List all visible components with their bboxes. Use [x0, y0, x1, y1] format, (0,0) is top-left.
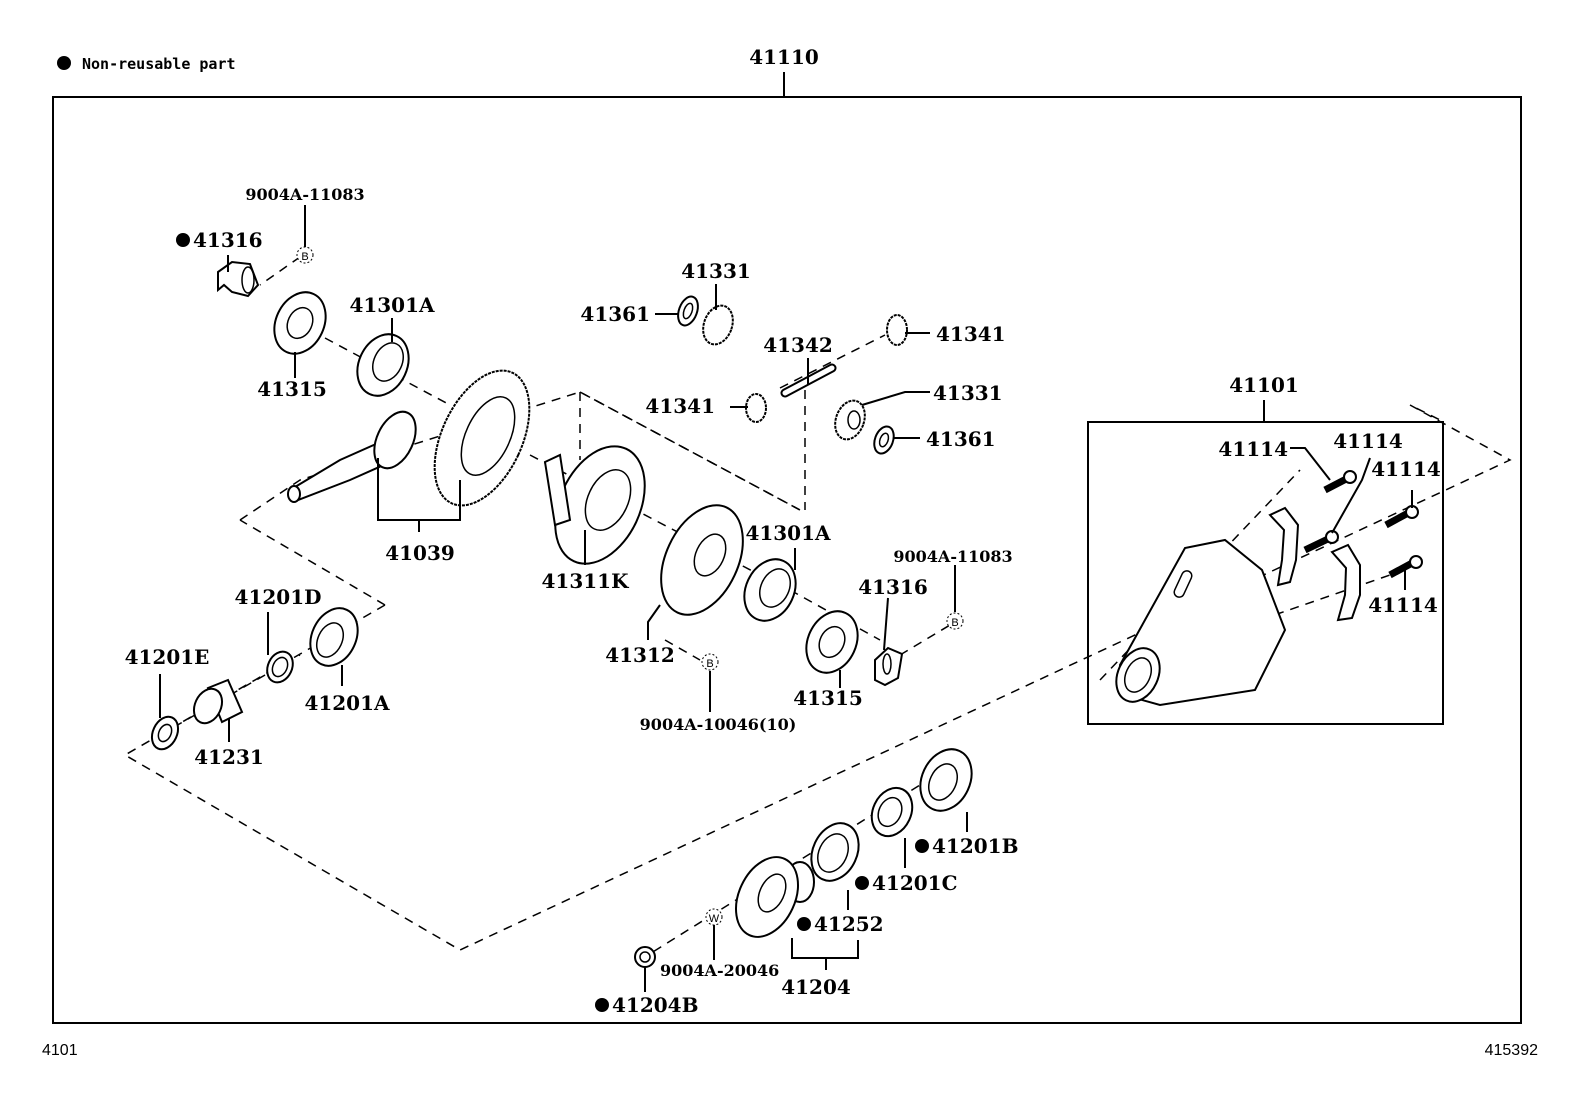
- part-41204B-nut[interactable]: [634, 946, 656, 968]
- non-reusable-dot-icon: [797, 917, 811, 931]
- washer-marker-w[interactable]: W: [705, 908, 723, 926]
- part-41341-pinion-gear-left[interactable]: [745, 393, 767, 423]
- leader-lines: [159, 205, 1413, 992]
- label-9004A-10046[interactable]: 9004A-10046(10): [640, 715, 797, 734]
- label-41361-top[interactable]: 41361: [580, 302, 650, 326]
- footer-right-code: 415392: [1485, 1042, 1538, 1059]
- part-41301A-top[interactable]: [348, 326, 419, 404]
- non-reusable-dot-icon: [595, 998, 609, 1012]
- part-41201E-seal[interactable]: [147, 713, 183, 754]
- label-41341-left[interactable]: 41341: [645, 394, 715, 418]
- assembly-guide-line: [123, 404, 1512, 951]
- label-41252[interactable]: 41252: [814, 912, 884, 936]
- non-reusable-dot-icon: [855, 876, 869, 890]
- part-41201C-race[interactable]: [864, 781, 920, 842]
- part-41039-pinion[interactable]: [287, 405, 424, 503]
- part-41315-top[interactable]: [265, 284, 336, 362]
- part-41301A-mid[interactable]: [735, 551, 806, 629]
- label-41201A[interactable]: 41201A: [304, 691, 390, 715]
- non-reusable-dot-icon: [176, 233, 190, 247]
- label-41331-right[interactable]: 41331: [933, 381, 1003, 405]
- label-41342[interactable]: 41342: [763, 333, 833, 357]
- label-41201B[interactable]: 41201B: [932, 834, 1018, 858]
- label-41331-top[interactable]: 41331: [681, 259, 751, 283]
- bolt-marker-b-bottom[interactable]: B: [701, 653, 719, 671]
- part-41201B-bearing[interactable]: [911, 741, 982, 819]
- part-41252-seal[interactable]: [802, 816, 867, 889]
- part-41114-bolt-d[interactable]: [1388, 555, 1423, 579]
- bolt-marker-b-mid-text: B: [951, 617, 958, 629]
- part-41341-pinion-gear-right[interactable]: [886, 314, 908, 346]
- label-41311K[interactable]: 41311K: [542, 569, 630, 593]
- assembly-number[interactable]: 41110: [749, 45, 819, 69]
- part-41114-bolt-b[interactable]: [1303, 530, 1339, 554]
- label-9004A-20046[interactable]: 9004A-20046: [660, 961, 779, 980]
- part-41201A-bearing[interactable]: [301, 601, 366, 674]
- label-41114-c[interactable]: 41114: [1371, 457, 1441, 481]
- assembly-guide-line: [779, 334, 886, 389]
- assembly-guide-line: [899, 624, 951, 656]
- label-41201C[interactable]: 41201C: [872, 871, 958, 895]
- assembly-guide-line: [239, 391, 801, 521]
- footer-left-code: 4101: [42, 1042, 78, 1059]
- legend: Non-reusable part: [57, 55, 236, 73]
- washer-marker-w-text: W: [709, 913, 720, 925]
- label-41315-mid[interactable]: 41315: [793, 686, 863, 710]
- assembly-guide-line: [259, 256, 301, 286]
- part-41114-bolt-c[interactable]: [1384, 505, 1419, 529]
- non-reusable-dot-icon: [915, 839, 929, 853]
- label-41316-mid[interactable]: 41316: [858, 575, 928, 599]
- part-41331-side-gear-right[interactable]: [830, 396, 870, 443]
- part-41361-washer-right[interactable]: [871, 424, 897, 456]
- label-41114-a[interactable]: 41114: [1218, 437, 1288, 461]
- assembly-guide-line: [639, 759, 961, 961]
- part-41316-top[interactable]: [217, 260, 260, 298]
- bolt-marker-b-bottom-text: B: [706, 658, 713, 670]
- part-41331-side-gear-top[interactable]: [698, 301, 738, 348]
- label-9004A-11083-mid[interactable]: 9004A-11083: [893, 547, 1012, 566]
- label-41316-top[interactable]: 41316: [193, 228, 263, 252]
- part-bearing-cap-upper[interactable]: [1268, 506, 1300, 587]
- part-41231-spacer[interactable]: [189, 678, 244, 728]
- label-41301A-top[interactable]: 41301A: [349, 293, 435, 317]
- part-41315-mid[interactable]: [797, 603, 868, 681]
- part-41101-housing[interactable]: [1108, 538, 1287, 709]
- label-41361-right[interactable]: 41361: [926, 427, 996, 451]
- part-41039-ring-gear[interactable]: [415, 356, 548, 520]
- assembly-guide-line: [239, 519, 386, 606]
- non-reusable-dot-icon: [57, 56, 71, 70]
- part-41316-mid[interactable]: [874, 646, 904, 687]
- label-41204B[interactable]: 41204B: [612, 993, 698, 1017]
- bolt-marker-b-top-text: B: [301, 251, 308, 263]
- label-41312[interactable]: 41312: [605, 643, 675, 667]
- assembly-guide-line: [579, 391, 801, 511]
- legend-text: Non-reusable part: [82, 55, 236, 73]
- assembly-guide-line: [1259, 574, 1391, 621]
- part-41361-washer-top[interactable]: [674, 294, 701, 328]
- label-9004A-11083-top[interactable]: 9004A-11083: [245, 185, 364, 204]
- label-41101[interactable]: 41101: [1229, 373, 1299, 397]
- assembly-guide-line: [664, 639, 701, 661]
- bolt-marker-b-top[interactable]: B: [296, 246, 314, 264]
- label-41231[interactable]: 41231: [194, 745, 264, 769]
- bolt-marker-b-mid[interactable]: B: [946, 612, 964, 630]
- label-41201E[interactable]: 41201E: [125, 645, 210, 669]
- label-41114-b[interactable]: 41114: [1333, 429, 1403, 453]
- part-41312-cover[interactable]: [645, 492, 759, 628]
- label-41039[interactable]: 41039: [385, 541, 455, 565]
- label-41301A-mid[interactable]: 41301A: [745, 521, 831, 545]
- part-bearing-cap-lower[interactable]: [1330, 543, 1361, 622]
- part-41201D-race[interactable]: [262, 647, 297, 686]
- assembly-frame: [52, 96, 1522, 1024]
- part-41311K-diff-case[interactable]: [538, 432, 663, 578]
- sub-assembly-frame: [1087, 421, 1444, 725]
- label-41341-right[interactable]: 41341: [936, 322, 1006, 346]
- label-41114-d[interactable]: 41114: [1368, 593, 1438, 617]
- part-41204-flange[interactable]: [724, 847, 815, 947]
- part-41114-bolt-a[interactable]: [1323, 470, 1357, 494]
- label-41204[interactable]: 41204: [781, 975, 851, 999]
- label-41315-top[interactable]: 41315: [257, 377, 327, 401]
- label-41201D[interactable]: 41201D: [235, 585, 322, 609]
